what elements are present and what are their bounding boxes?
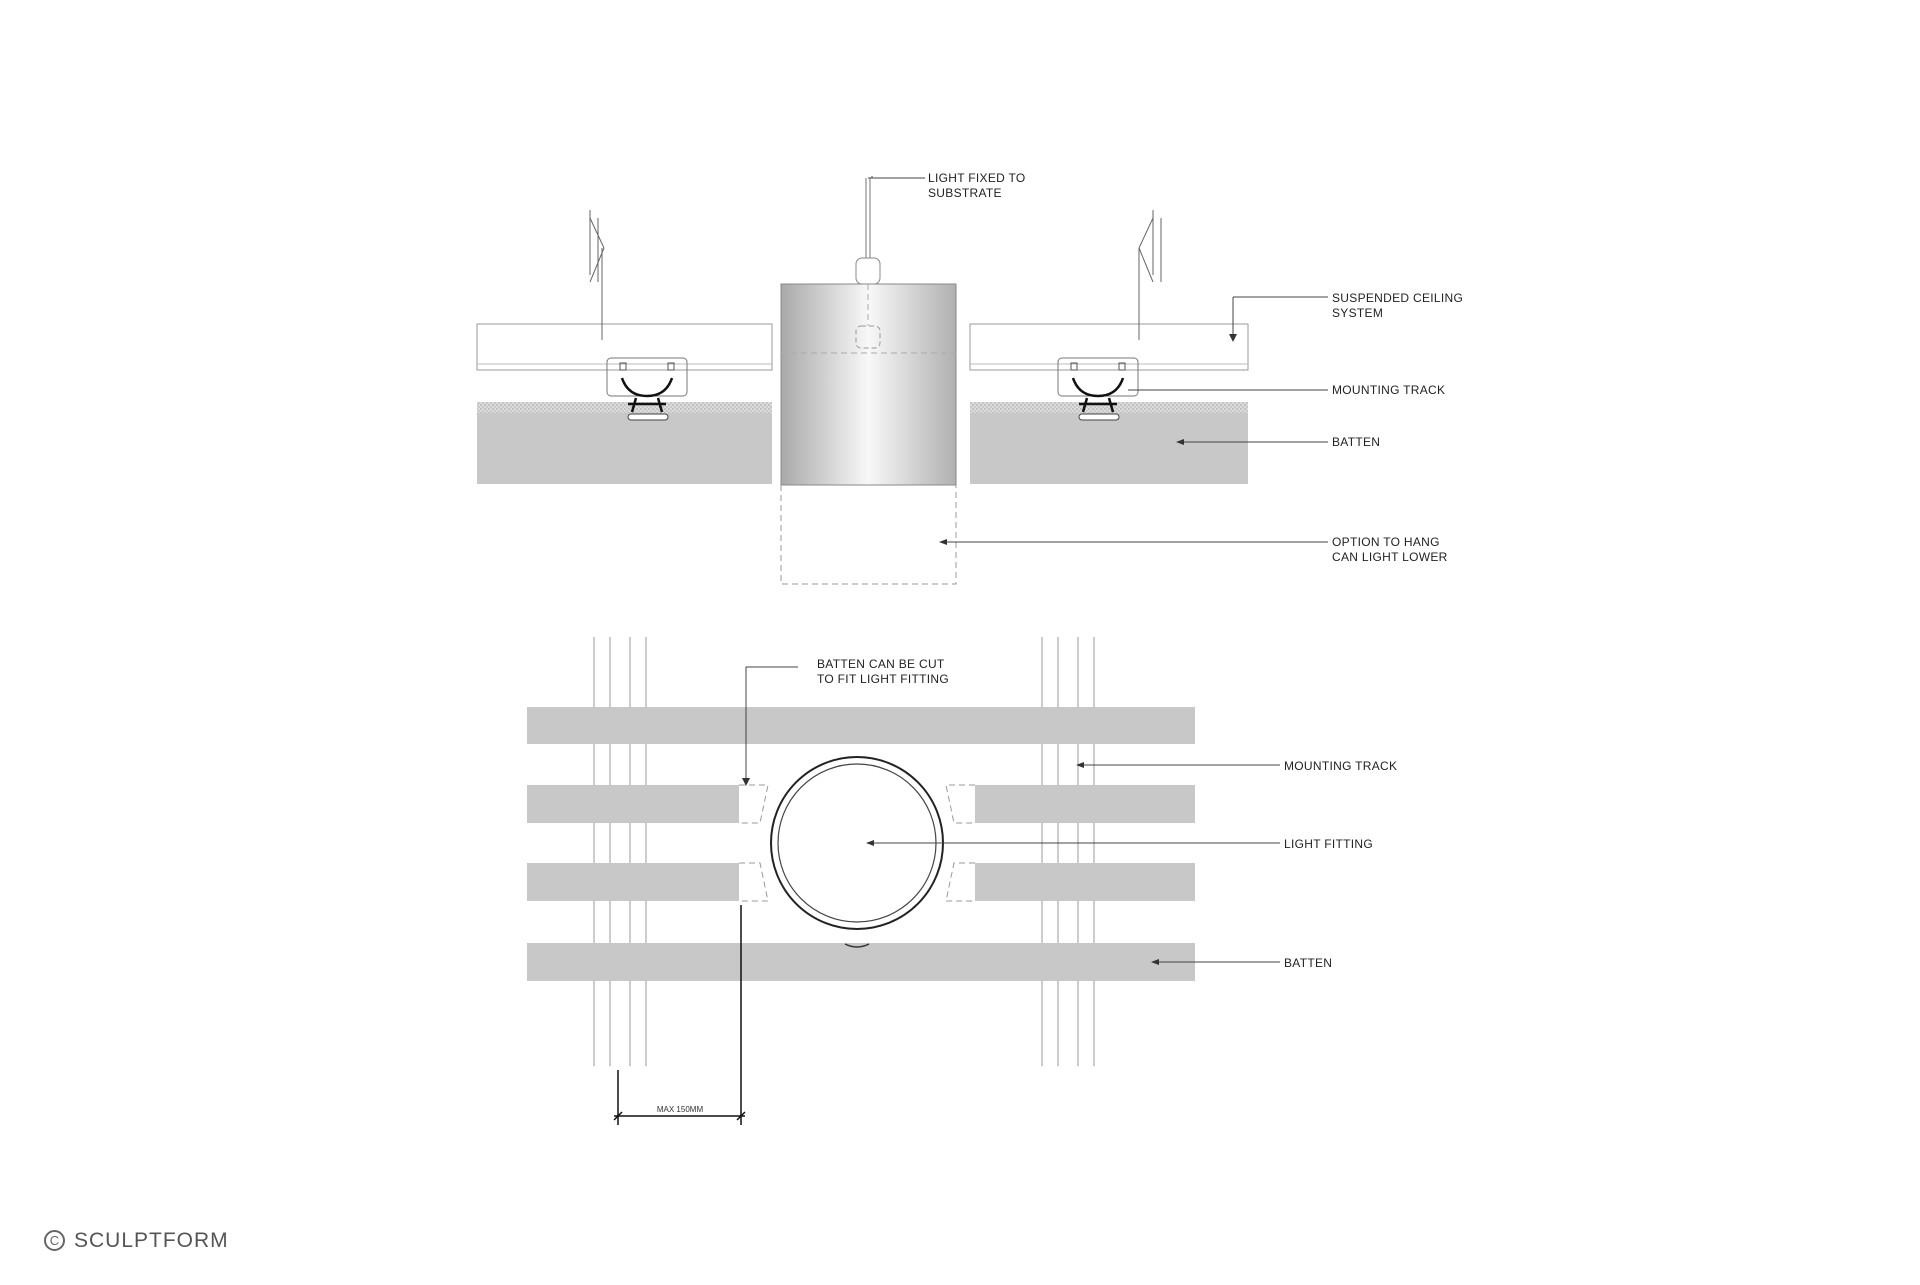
plan-track-right (1041, 637, 1095, 1066)
label-light-fixed-1: LIGHT FIXED TO (928, 171, 1026, 185)
plan-batten-4 (527, 943, 1195, 981)
section-leaders (868, 176, 1328, 543)
label-suspended-1: SUSPENDED CEILING (1332, 291, 1463, 305)
max-dimension (613, 905, 746, 1125)
hanger-left (589, 210, 605, 340)
batten-section-right-hatch (970, 402, 1248, 413)
batten-section-right (970, 412, 1248, 484)
hanger-right (1138, 210, 1162, 340)
plan-batten-2-right (975, 785, 1195, 823)
plan-batten-1 (527, 707, 1195, 744)
can-light-lower-option (780, 485, 957, 585)
brand-name: SCULPTFORM (74, 1229, 229, 1252)
can-light (780, 178, 957, 585)
plan-view: MAX 150MM BATTEN CAN BE CUT TO FIT LIGHT… (527, 637, 1397, 1125)
label-batten-plan: BATTEN (1284, 956, 1332, 970)
label-mounting-track-section: MOUNTING TRACK (1332, 383, 1445, 397)
mounting-track-right (1057, 357, 1139, 421)
label-mounting-track-plan: MOUNTING TRACK (1284, 759, 1397, 773)
plan-batten-2-left (527, 785, 739, 823)
label-batten-cut-2: TO FIT LIGHT FITTING (817, 672, 949, 686)
label-option-2: CAN LIGHT LOWER (1332, 550, 1448, 564)
label-suspended-2: SYSTEM (1332, 306, 1383, 320)
label-light-fitting: LIGHT FITTING (1284, 837, 1373, 851)
label-light-fixed-2: SUBSTRATE (928, 186, 1002, 200)
plan-track-left (593, 637, 647, 1066)
plan-batten-cut-ends (739, 784, 975, 902)
plan-leaders (745, 666, 1280, 963)
ceiling-panel-left (476, 323, 773, 371)
label-batten-cut-1: BATTEN CAN BE CUT (817, 657, 945, 671)
plan-batten-3-left (527, 863, 739, 901)
batten-section-left-hatch (477, 402, 772, 413)
copyright-icon: C (44, 1230, 65, 1251)
section-view: LIGHT FIXED TO SUBSTRATE SUSPENDED CEILI… (476, 171, 1463, 585)
mounting-track-left (606, 357, 688, 421)
label-max-dimension: MAX 150MM (657, 1105, 704, 1114)
plan-batten-3-right (975, 863, 1195, 901)
label-option-1: OPTION TO HANG (1332, 535, 1440, 549)
plan-light-fitting (770, 756, 944, 948)
label-batten-section: BATTEN (1332, 435, 1380, 449)
ceiling-panel-right (969, 323, 1249, 371)
batten-section-left (477, 412, 772, 484)
